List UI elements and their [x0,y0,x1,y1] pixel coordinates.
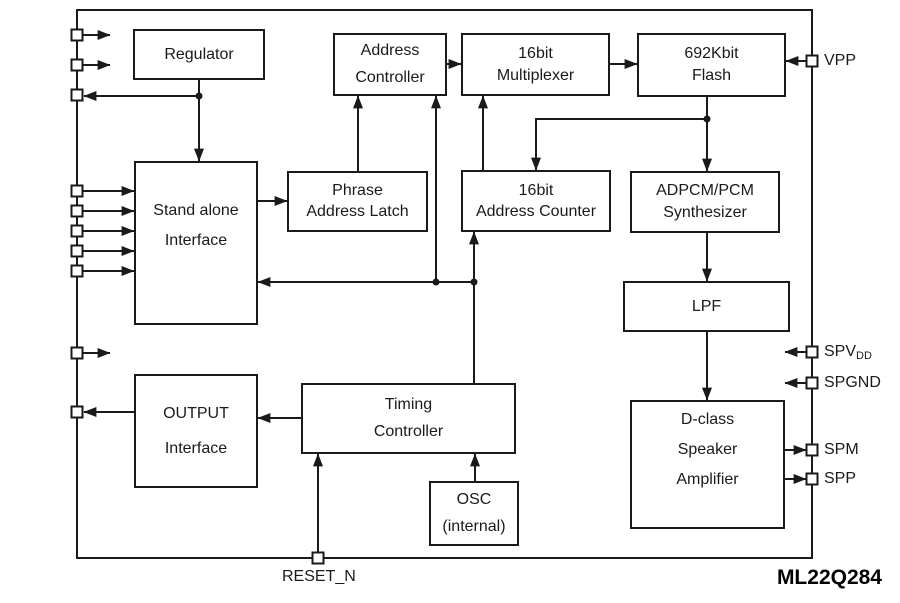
junction-dot [703,115,711,123]
pin-square-busyb [70,405,84,419]
block-label: Address Counter [475,202,597,220]
pin-square-vddl [70,88,84,102]
chip-part-number: ML22Q284 [776,566,882,589]
block-label: Phrase [332,182,383,199]
pin-square-reset-n [311,551,325,565]
pin-label-subscript: DD [856,350,872,362]
block-label: Speaker [677,441,738,458]
block-label: 16bit [518,181,554,199]
block-label: (internal) [442,518,506,535]
block-label: Multiplexer [496,66,575,84]
pin-label-text: SPM [824,441,859,458]
junction-dot [470,278,478,286]
block-label: Controller [355,69,425,86]
pin-label-text: SPV [824,343,857,360]
pin-square-evin4 [70,184,84,198]
block-label: D-class [680,411,735,428]
pin-square-dgnd [70,58,84,72]
block-label: Regulator [164,45,234,63]
pin-square-evin3 [70,204,84,218]
chip-outline [76,9,813,559]
pin-label-text: SPP [824,470,857,487]
block-label: Synthesizer [663,204,747,221]
pin-label-text: SPGND [824,374,881,391]
block-label: OSC [456,491,492,508]
pin-label-text: RESET_N [282,568,356,585]
pin-label-reset-n: RESET_N [282,566,356,588]
pin-square-evin1 [70,244,84,258]
pin-square-spm [805,443,819,457]
block-regulator: Regulator [133,29,265,80]
block-label: Flash [691,67,732,84]
junction-dot [432,278,440,286]
block-label: OUTPUT [163,404,229,422]
wire-flash-branch-to-counter [531,118,707,171]
pin-square-test [70,346,84,360]
pin-square-spgnd [805,376,819,390]
pin-label-spgnd: SPGND [824,372,881,394]
block-label: 16bit [518,44,553,62]
pin-label-text: VPP [824,52,857,69]
block-label: Interface [164,232,228,249]
pin-square-evin0 [70,264,84,278]
block-label: ADPCM/PCM [656,182,754,199]
pin-label-spvdd: SPVDD [824,341,872,363]
block-osc-internal: OSC (internal) [429,481,519,546]
block-label: LPF [691,297,722,315]
block-label: Controller [373,423,444,440]
pin-square-evin2 [70,224,84,238]
block-label: Stand alone [153,202,239,219]
block-output-interface: OUTPUT Interface [134,374,258,488]
block-label: Address [360,42,420,59]
block-lpf: LPF [623,281,790,332]
block-label: Interface [164,439,228,457]
block-label: 692Kbit [684,45,739,62]
pin-label-spp: SPP [824,468,856,490]
pin-square-spp [805,472,819,486]
pin-label-vpp: VPP [824,50,856,72]
block-label: Address Latch [306,203,409,220]
junction-dot [195,92,203,100]
pin-square-dvdd [70,28,84,42]
block-label: Timing [384,396,433,413]
pin-square-spvdd [805,345,819,359]
block-label: Amplifier [676,471,739,488]
block-adpcm-pcm-synthesizer: ADPCM/PCM Synthesizer [630,171,780,233]
pin-label-spm: SPM [824,439,859,461]
pin-square-vpp [805,54,819,68]
